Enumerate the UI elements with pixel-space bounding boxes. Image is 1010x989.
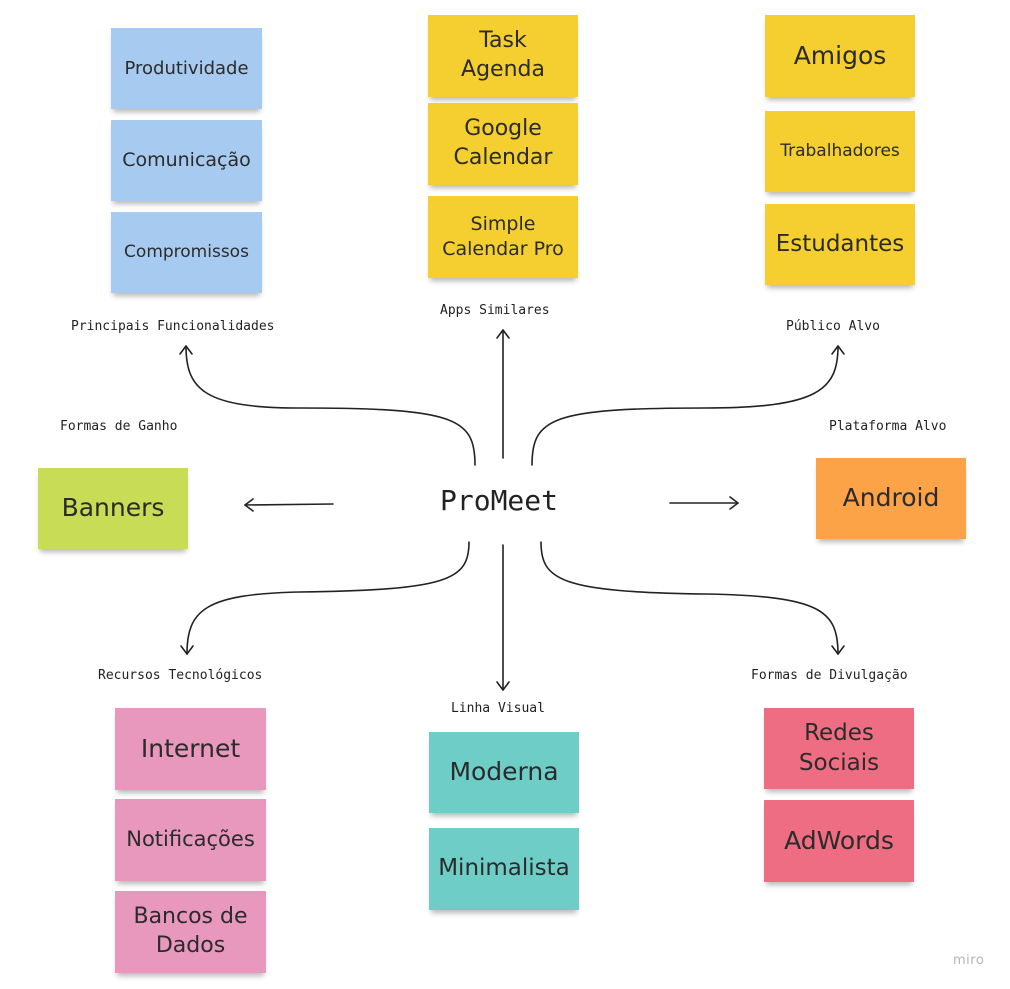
sticky-note-notificacoes[interactable]: Notificações — [115, 799, 266, 881]
sticky-note-estudantes[interactable]: Estudantes — [765, 204, 915, 285]
arrow-principais — [185, 345, 476, 466]
arrow-publico — [531, 345, 839, 466]
sticky-note-bancos-de-dados[interactable]: Bancos de Dados — [115, 891, 266, 973]
label-principais-funcionalidades: Principais Funcionalidades — [71, 319, 275, 334]
label-publico-alvo: Público Alvo — [786, 319, 880, 334]
label-linha-visual: Linha Visual — [451, 701, 545, 716]
arrowhead-ganho — [244, 498, 254, 512]
sticky-note-redes-sociais[interactable]: Redes Sociais — [764, 708, 914, 789]
arrow-ganho — [244, 503, 334, 506]
sticky-note-android[interactable]: Android — [816, 458, 966, 539]
arrow-recursos — [186, 541, 470, 655]
arrowhead-publico — [831, 345, 845, 355]
sticky-note-minimalista[interactable]: Minimalista — [429, 828, 579, 910]
arrowhead-linha — [496, 681, 510, 691]
label-formas-de-ganho: Formas de Ganho — [60, 419, 178, 434]
label-apps-similares: Apps Similares — [440, 303, 550, 318]
miro-watermark: miro — [953, 953, 985, 968]
central-topic[interactable]: ProMeet — [440, 484, 559, 517]
arrow-divulgacao — [540, 541, 839, 655]
sticky-note-amigos[interactable]: Amigos — [765, 15, 915, 97]
arrowhead-plataforma — [729, 496, 739, 510]
sticky-note-comunicacao[interactable]: Comunicação — [111, 120, 262, 201]
label-recursos-tecnologicos: Recursos Tecnológicos — [98, 668, 263, 683]
arrowhead-recursos — [180, 645, 194, 655]
sticky-note-produtividade[interactable]: Produtividade — [111, 28, 262, 109]
sticky-note-banners[interactable]: Banners — [38, 468, 188, 549]
sticky-note-moderna[interactable]: Moderna — [429, 732, 579, 813]
sticky-note-google-calendar[interactable]: Google Calendar — [428, 103, 578, 185]
label-plataforma-alvo: Plataforma Alvo — [829, 419, 947, 434]
sticky-note-compromissos[interactable]: Compromissos — [111, 212, 262, 293]
sticky-note-adwords[interactable]: AdWords — [764, 800, 914, 882]
arrowhead-principais — [179, 345, 193, 355]
arrowhead-divulgacao — [831, 645, 845, 655]
label-formas-de-divulgacao: Formas de Divulgação — [751, 668, 908, 683]
sticky-note-trabalhadores[interactable]: Trabalhadores — [765, 111, 915, 192]
arrowhead-apps — [496, 329, 510, 339]
sticky-note-simple-calendar-pro[interactable]: Simple Calendar Pro — [428, 196, 578, 278]
sticky-note-internet[interactable]: Internet — [115, 708, 266, 790]
sticky-note-task-agenda[interactable]: Task Agenda — [428, 15, 578, 97]
